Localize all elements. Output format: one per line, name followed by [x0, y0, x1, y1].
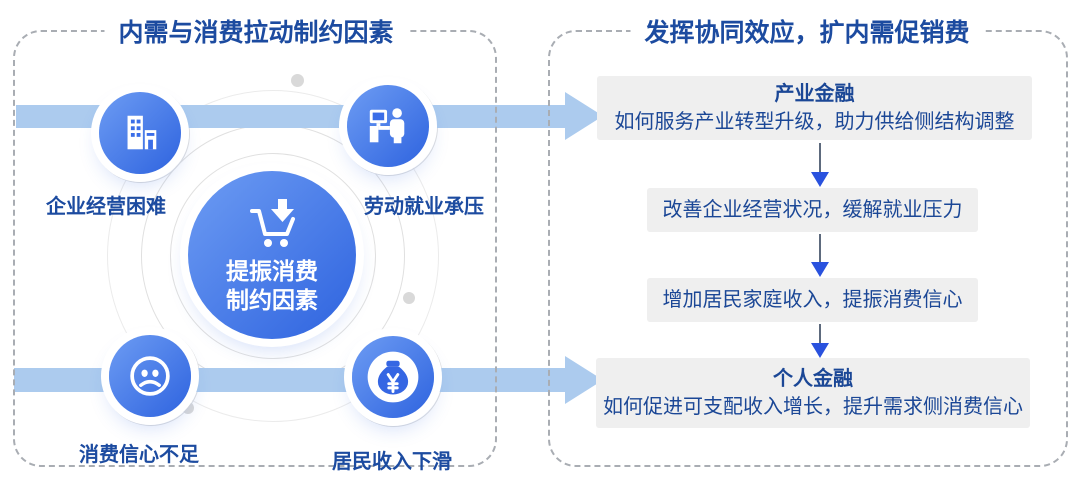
step-title-personal-finance: 个人金融	[773, 368, 853, 390]
building-icon	[127, 115, 157, 150]
cart-download-icon	[250, 199, 295, 248]
step-text-improve-business: 改善企业经营状况，缓解就业压力	[662, 199, 963, 221]
factor-label-income: 居民收入下滑	[332, 451, 452, 473]
orbit-dot-bottom	[182, 402, 194, 414]
center-bubble-label-line1: 提振消费	[226, 258, 318, 285]
orbit-dot-right	[403, 292, 415, 304]
orbit-dot-top	[291, 74, 304, 87]
step-box-personal-finance: 个人金融 如何促进可支配收入增长，提升需求侧消费信心	[596, 358, 1030, 428]
left-panel-title: 内需与消费拉动制约因素	[104, 13, 408, 49]
connector-arrow-2-line	[819, 234, 821, 262]
step-desc-industry-finance: 如何服务产业转型升级，助力供给侧结构调整	[614, 111, 1015, 133]
step-desc-personal-finance: 如何促进可支配收入增长，提升需求侧消费信心	[603, 396, 1023, 418]
step-box-increase-income: 增加居民家庭收入，提振消费信心	[647, 278, 978, 322]
connector-arrow-1-line	[819, 143, 821, 173]
office-worker-icon	[369, 108, 405, 144]
flow-arrow-bottom-shaft	[14, 368, 565, 392]
step-box-industry-finance: 产业金融 如何服务产业转型升级，助力供给侧结构调整	[597, 76, 1032, 140]
building-bubble	[99, 92, 181, 174]
center-orbit-ring-outer	[107, 90, 439, 422]
connector-arrow-3-line	[819, 324, 821, 344]
center-bubble: 提振消费 制约因素	[188, 171, 356, 339]
sad-face-icon	[130, 356, 170, 396]
sad-face-bubble	[109, 335, 191, 417]
office-worker-bubble	[347, 85, 429, 167]
money-bag-bubble	[352, 336, 434, 418]
factor-label-confidence: 消费信心不足	[79, 444, 199, 466]
step-box-improve-business: 改善企业经营状况，缓解就业压力	[647, 188, 978, 232]
factor-label-employment: 劳动就业承压	[364, 196, 484, 218]
step-text-increase-income: 增加居民家庭收入，提振消费信心	[662, 289, 963, 311]
factor-label-enterprise: 企业经营困难	[46, 196, 166, 218]
building-bubble-ring	[92, 85, 190, 183]
center-bubble-label-line2: 制约因素	[226, 287, 318, 313]
step-title-industry-finance: 产业金融	[774, 83, 855, 105]
right-panel-title: 发挥协同效应，扩内需促销费	[630, 13, 984, 49]
money-bag-icon	[367, 351, 419, 403]
